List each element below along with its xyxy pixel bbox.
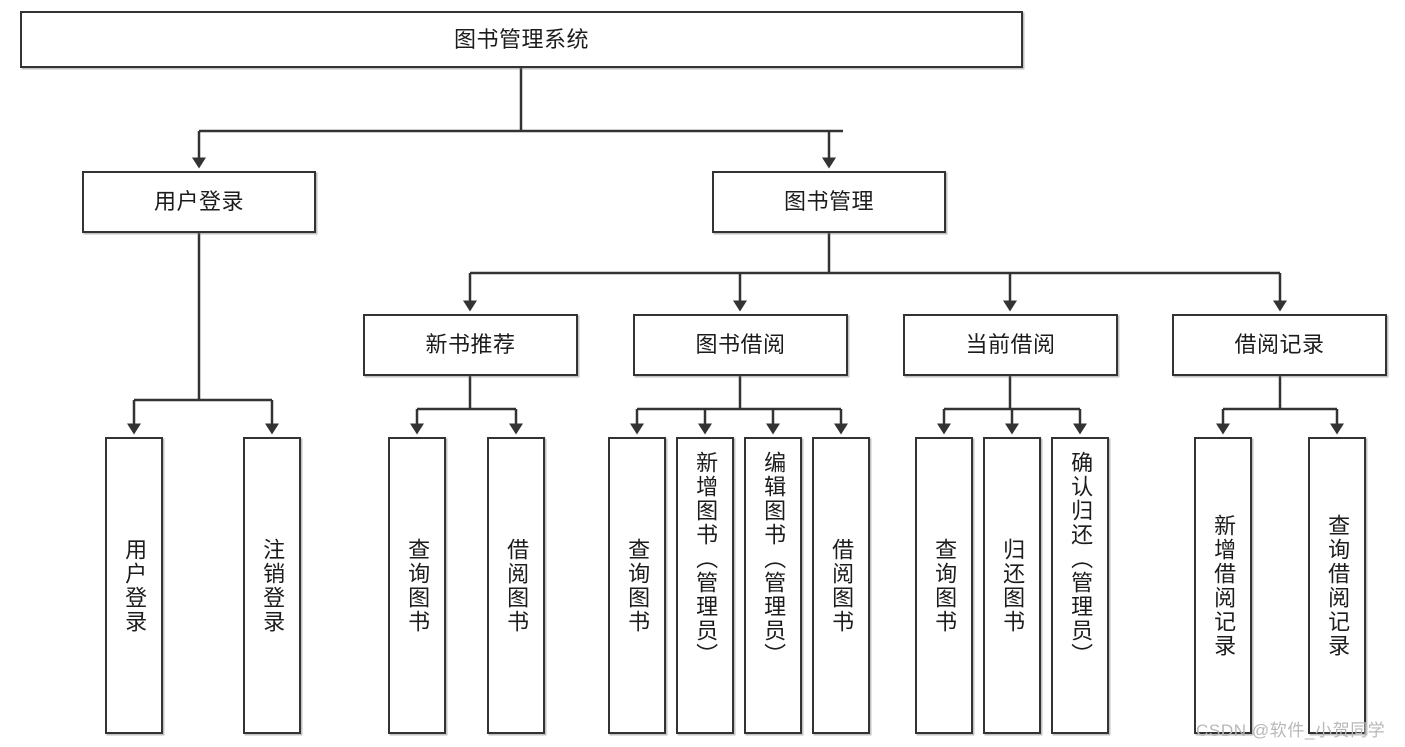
leaf-query-borrow-record[interactable]: 查询借阅记录 (1308, 437, 1366, 734)
node-current-borrow-label: 当前借阅 (965, 332, 1056, 358)
leaf-borrow-book[interactable]: 借阅图书 (812, 437, 870, 734)
node-new-book-recommend-label: 新书推荐 (425, 332, 516, 358)
leaf-return-book[interactable]: 归还图书 (983, 437, 1041, 734)
leaf-confirm-return-admin-label: 确认归还（管理员） (1068, 451, 1094, 667)
leaf-query-book-current[interactable]: 查询图书 (915, 437, 973, 734)
node-book-management-label: 图书管理 (783, 189, 874, 215)
node-user-login[interactable]: 用户登录 (82, 171, 316, 233)
leaf-query-book-recommend-label: 查询图书 (405, 537, 431, 634)
node-book-borrow-label: 图书借阅 (695, 332, 786, 358)
leaf-add-borrow-record[interactable]: 新增借阅记录 (1194, 437, 1252, 734)
leaf-confirm-return-admin[interactable]: 确认归还（管理员） (1051, 437, 1109, 734)
node-book-management[interactable]: 图书管理 (712, 171, 946, 233)
node-current-borrow[interactable]: 当前借阅 (903, 314, 1118, 376)
leaf-add-book-admin[interactable]: 新增图书（管理员） (676, 437, 734, 734)
leaf-return-book-label: 归还图书 (1000, 537, 1026, 634)
node-root[interactable]: 图书管理系统 (20, 11, 1023, 68)
leaf-query-borrow-record-label: 查询借阅记录 (1325, 513, 1351, 658)
leaf-edit-book-admin[interactable]: 编辑图书（管理员） (744, 437, 802, 734)
leaf-borrow-book-recommend[interactable]: 借阅图书 (487, 437, 545, 734)
leaf-query-book-borrow[interactable]: 查询图书 (608, 437, 666, 734)
node-book-borrow[interactable]: 图书借阅 (633, 314, 848, 376)
leaf-add-borrow-record-label: 新增借阅记录 (1211, 513, 1237, 658)
leaf-borrow-book-label: 借阅图书 (829, 537, 855, 634)
leaf-edit-book-admin-label: 编辑图书（管理员） (761, 451, 787, 667)
leaf-logout[interactable]: 注销登录 (243, 437, 301, 734)
leaf-add-book-admin-label: 新增图书（管理员） (693, 451, 719, 667)
node-root-label: 图书管理系统 (453, 26, 589, 52)
leaf-logout-label: 注销登录 (260, 537, 286, 634)
leaf-query-book-recommend[interactable]: 查询图书 (388, 437, 446, 734)
leaf-query-book-borrow-label: 查询图书 (625, 537, 651, 634)
csdn-watermark: CSDN @软件_小贺同学 (1196, 721, 1386, 740)
node-new-book-recommend[interactable]: 新书推荐 (363, 314, 578, 376)
leaf-user-login-label: 用户登录 (122, 537, 148, 634)
node-borrow-record-label: 借阅记录 (1234, 332, 1325, 358)
leaf-user-login[interactable]: 用户登录 (105, 437, 163, 734)
leaf-borrow-book-recommend-label: 借阅图书 (504, 537, 530, 634)
node-borrow-record[interactable]: 借阅记录 (1172, 314, 1387, 376)
leaf-query-book-current-label: 查询图书 (932, 537, 958, 634)
node-user-login-label: 用户登录 (153, 189, 244, 215)
